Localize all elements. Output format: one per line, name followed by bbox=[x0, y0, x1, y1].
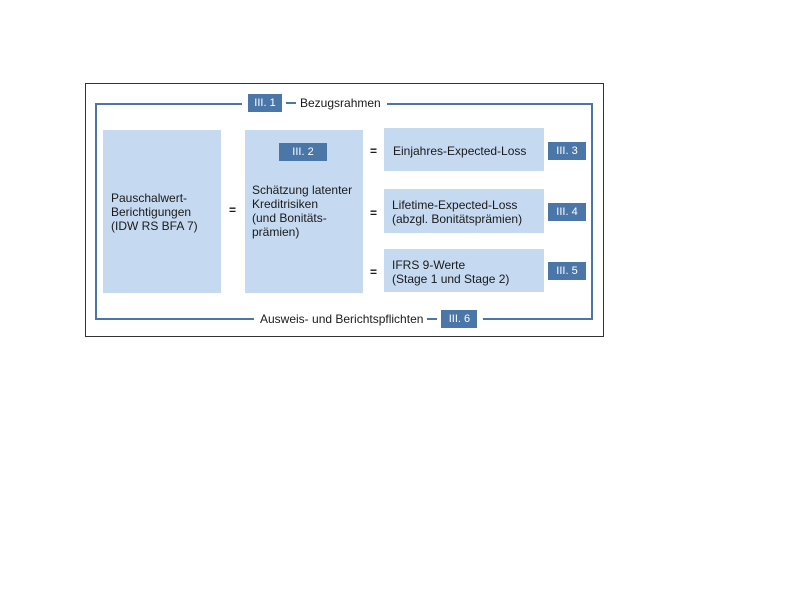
top-section-header: III. 1 Bezugsrahmen bbox=[242, 94, 387, 112]
middle-box-line: Schätzung latenter bbox=[252, 183, 353, 197]
ref-tag-result-1: III. 3 bbox=[548, 142, 586, 160]
connector-dash bbox=[427, 318, 438, 320]
bottom-section-label: Ausweis- und Berichtspflichten bbox=[260, 312, 424, 326]
connector-dash bbox=[286, 102, 296, 104]
result-box-line: Einjahres-Expected-Loss bbox=[393, 144, 527, 158]
middle-box-line: prämien) bbox=[252, 225, 300, 239]
result-box-line: (Stage 1 und Stage 2) bbox=[392, 272, 510, 286]
top-section-label: Bezugsrahmen bbox=[300, 96, 381, 110]
left-box-line: Berichtigungen bbox=[111, 205, 192, 219]
equals-sign: = bbox=[370, 265, 378, 279]
ref-tag-bottom: III. 6 bbox=[441, 310, 478, 328]
result-box-one-year-expected-loss: Einjahres-Expected-Loss bbox=[384, 128, 544, 171]
result-box-line: Lifetime-Expected-Loss bbox=[392, 198, 518, 212]
left-box-line: (IDW RS BFA 7) bbox=[111, 219, 198, 233]
result-box-lifetime-expected-loss: Lifetime-Expected-Loss (abzgl. Bonitätsp… bbox=[384, 189, 544, 233]
result-box-ifrs9-values: IFRS 9-Werte (Stage 1 und Stage 2) bbox=[384, 249, 544, 292]
middle-box-line: (und Bonitäts- bbox=[252, 211, 327, 225]
ref-tag-top: III. 1 bbox=[248, 94, 282, 112]
result-box-line: IFRS 9-Werte bbox=[392, 258, 466, 272]
middle-box-credit-risk-estimate: Schätzung latenter Kreditrisiken (und Bo… bbox=[245, 130, 363, 293]
left-box-line: Pauschalwert- bbox=[111, 191, 188, 205]
ref-tag-middle: III. 2 bbox=[279, 143, 327, 161]
bottom-section-footer: Ausweis- und Berichtspflichten III. 6 bbox=[254, 310, 484, 328]
ref-tag-result-3: III. 5 bbox=[548, 262, 586, 280]
middle-box-line: Kreditrisiken bbox=[252, 197, 319, 211]
equals-sign: = bbox=[370, 206, 378, 220]
left-box-flat-rate-adjustments: Pauschalwert- Berichtigungen (IDW RS BFA… bbox=[103, 130, 221, 293]
ref-tag-result-2: III. 4 bbox=[548, 203, 586, 221]
result-box-line: (abzgl. Bonitätsprämien) bbox=[392, 212, 523, 226]
equals-sign: = bbox=[370, 144, 378, 158]
equals-sign: = bbox=[229, 203, 237, 217]
